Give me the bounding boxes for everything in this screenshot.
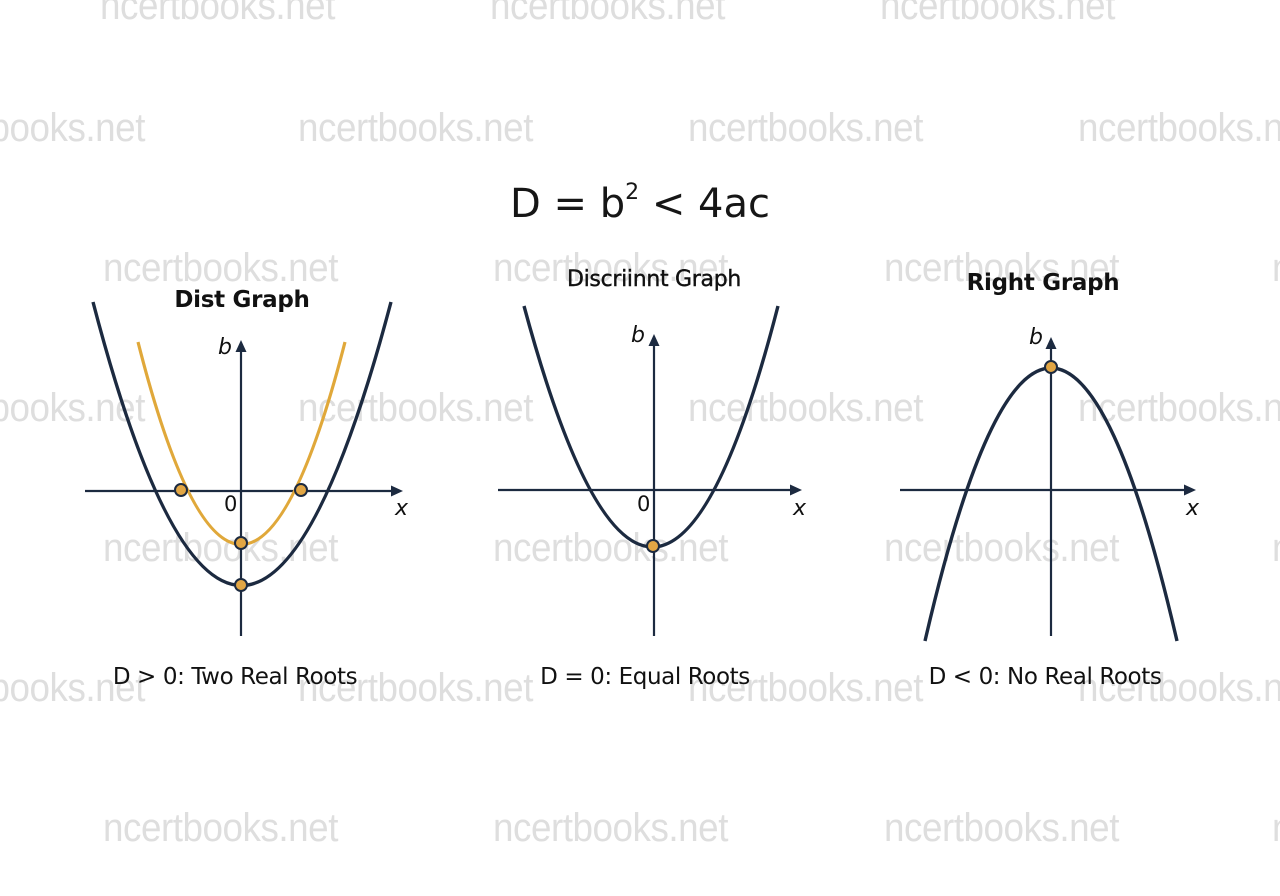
x-axis-arrow-icon	[391, 485, 403, 497]
watermark: ncertbooks.net	[1078, 386, 1280, 430]
origin-label: 0	[637, 492, 650, 516]
watermark: ncertbooks.net	[884, 526, 1119, 570]
x-axis-label: x	[1185, 496, 1200, 521]
watermark: ncertbooks.net	[493, 246, 728, 290]
x-axis-arrow-icon	[790, 484, 802, 496]
formula-prefix: D = b	[509, 181, 626, 227]
watermark: ncertbooks.net	[0, 106, 145, 150]
graph-1-caption: D > 0: Two Real Roots	[112, 664, 358, 690]
x-axis-label: x	[792, 496, 807, 521]
graph-2-axes	[498, 334, 802, 636]
inner-vertex-point	[234, 536, 248, 550]
graph-2-caption: D = 0: Equal Roots	[540, 664, 750, 690]
root-point-left	[174, 483, 188, 497]
graph-3-title: Right Graph	[966, 270, 1120, 296]
outer-vertex-point	[234, 578, 248, 592]
watermark: ncertbooks.net	[880, 0, 1115, 28]
watermark: ncertbooks.net	[688, 666, 923, 710]
watermark: ncertbooks.net	[688, 386, 923, 430]
watermark: ncertbooks.net	[1272, 808, 1280, 848]
watermark: ncertbooks.net	[103, 246, 338, 290]
watermark: ncertbooks.net	[103, 806, 338, 850]
y-axis-arrow-icon	[648, 334, 660, 346]
y-axis-label: b	[218, 335, 232, 360]
y-axis-label: b	[631, 323, 645, 348]
formula-suffix: < 4ac	[639, 181, 771, 227]
vertex-point	[646, 539, 660, 553]
y-axis-arrow-icon	[235, 340, 247, 352]
graph-3-caption: D < 0: No Real Roots	[928, 664, 1162, 690]
graph-2-title: Discriinnt Graph	[566, 267, 742, 292]
watermark: ncertbooks.net	[1272, 248, 1280, 288]
watermark: ncertbooks.net	[884, 246, 1119, 290]
graph-3-axes	[900, 337, 1196, 636]
y-axis-arrow-icon	[1045, 337, 1057, 349]
watermark: ncertbooks.net	[688, 106, 923, 150]
watermark: ncertbooks.net	[884, 806, 1119, 850]
watermark: ncertbooks.net	[100, 0, 335, 28]
root-point-right	[294, 483, 308, 497]
watermark: ncertbooks.net	[298, 106, 533, 150]
origin-label: 0	[224, 492, 237, 516]
x-axis-arrow-icon	[1184, 484, 1196, 496]
y-axis-label: b	[1029, 325, 1043, 350]
watermark: ncertbooks.net	[298, 666, 533, 710]
watermark: ncertbooks.net	[493, 526, 728, 570]
watermark: ncertbooks.net	[493, 806, 728, 850]
watermark: ncertbooks.net	[298, 386, 533, 430]
watermark: ncertbooks.net	[490, 0, 725, 28]
watermark: ncertbooks.net	[1078, 666, 1280, 710]
watermark: ncertbooks.net	[1078, 106, 1280, 150]
x-axis-label: x	[394, 496, 409, 521]
watermark: ncertbooks.net	[1272, 528, 1280, 568]
graph-1-title: Dist Graph	[174, 287, 310, 313]
vertex-point	[1044, 360, 1058, 374]
watermark: ncertbooks.net	[0, 666, 145, 710]
discriminant-formula-title: D = b2 < 4ac	[0, 180, 1280, 228]
formula-superscript: 2	[625, 180, 640, 205]
